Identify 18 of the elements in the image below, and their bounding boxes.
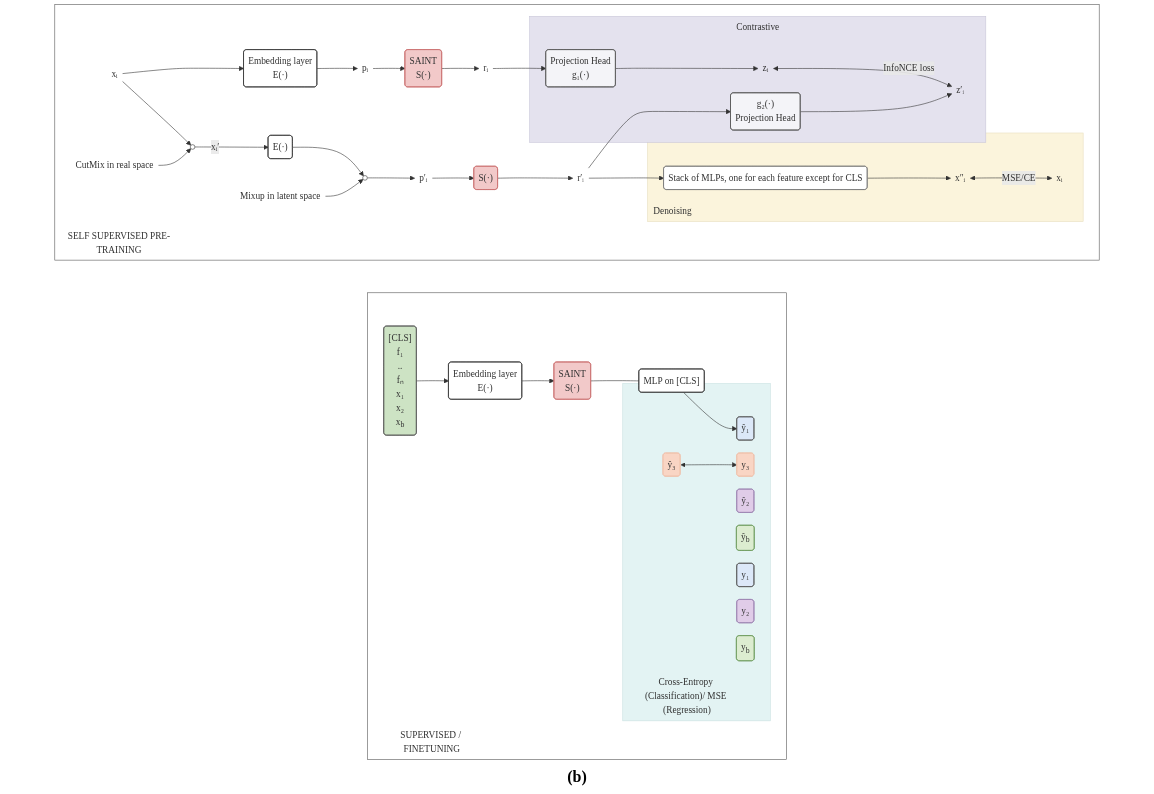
node-text: xᵢ [111,68,118,79]
node-text: x″ᵢ [955,172,966,183]
node-text: r′ᵢ [577,172,584,183]
node-text: CutMix in real space [75,159,154,170]
node-text: rᵢ [483,62,488,73]
node-text: pᵢ [361,62,369,73]
edge-label: InfoNCE loss [883,62,935,73]
node-text: p′ᵢ [419,172,428,183]
node-text: z′ᵢ [956,84,964,95]
connector [590,380,640,382]
node-text: Mixup in latent space [239,190,321,201]
node-circle [189,144,196,150]
node-text: xᵢ [1056,172,1063,183]
node-text: zᵢ [762,62,769,73]
figure-caption: (b) [567,767,587,788]
node-circle [362,175,368,181]
edge-label: xᵢ′ [210,141,220,152]
edge-label: MSE/CE [1001,172,1036,183]
